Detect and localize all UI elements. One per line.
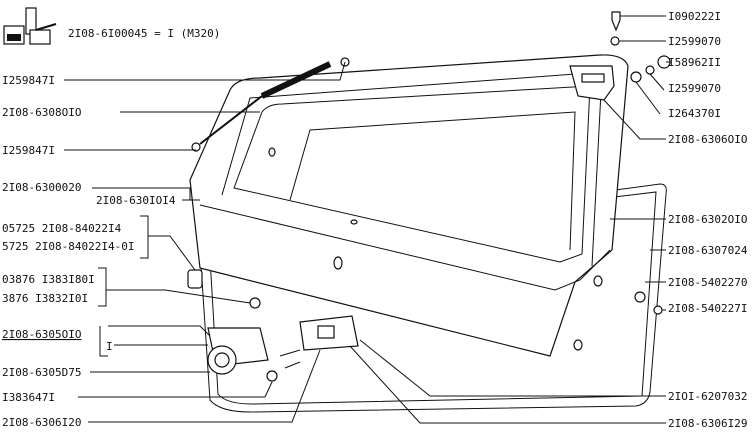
part-label: 2I08-6307024 bbox=[668, 244, 748, 257]
part-label: 2I08-540227I bbox=[668, 302, 747, 315]
kit-label: 2I08-6I00045 = I (M320) bbox=[68, 27, 220, 40]
part-label: I090222I bbox=[668, 10, 721, 23]
hinge-parts bbox=[569, 11, 671, 315]
parts-kit-icon bbox=[3, 7, 57, 45]
part-label: I264370I bbox=[668, 107, 721, 120]
part-label: 2I08-6308OIO bbox=[2, 106, 81, 119]
bumper-pad bbox=[187, 269, 203, 289]
part-label: I383647I bbox=[2, 391, 55, 404]
part-label: 03876 I383I80I bbox=[2, 273, 95, 286]
part-label: 3876 I3832I0I bbox=[2, 292, 88, 305]
part-label: I bbox=[106, 340, 113, 353]
part-label: 2I08-630IOI4 bbox=[96, 194, 176, 207]
part-label: 2I08-6306I20 bbox=[2, 416, 81, 429]
part-label: 2I08-6305OIO bbox=[2, 328, 81, 341]
part-label: 2I08-5402270 bbox=[668, 276, 747, 289]
leader-lines bbox=[64, 15, 670, 424]
part-label: 2I08-6306OIO bbox=[668, 133, 747, 146]
part-label: I259847I bbox=[2, 74, 55, 87]
lock-assembly bbox=[207, 327, 278, 382]
tailgate-panel bbox=[189, 54, 629, 357]
part-label: 2IOI-6207032 bbox=[668, 390, 747, 403]
latch bbox=[299, 315, 359, 351]
part-label: 2I08-6305D75 bbox=[2, 366, 81, 379]
part-label: I2599070 bbox=[668, 35, 721, 48]
part-label: I58962II bbox=[668, 56, 721, 69]
part-label: I259847I bbox=[2, 144, 55, 157]
part-label: 2I08-6302OIO bbox=[668, 213, 747, 226]
part-label: I2599070 bbox=[668, 82, 721, 95]
tailgate-seal bbox=[199, 183, 667, 413]
part-label: 05725 2I08-84022I4 bbox=[2, 222, 122, 235]
part-label: 2I08-6300020 bbox=[2, 181, 81, 194]
part-label: 5725 2I08-84022I4-0I bbox=[2, 240, 134, 253]
part-label: 2I08-6306I29 bbox=[668, 417, 747, 430]
rear-glass bbox=[233, 85, 591, 263]
